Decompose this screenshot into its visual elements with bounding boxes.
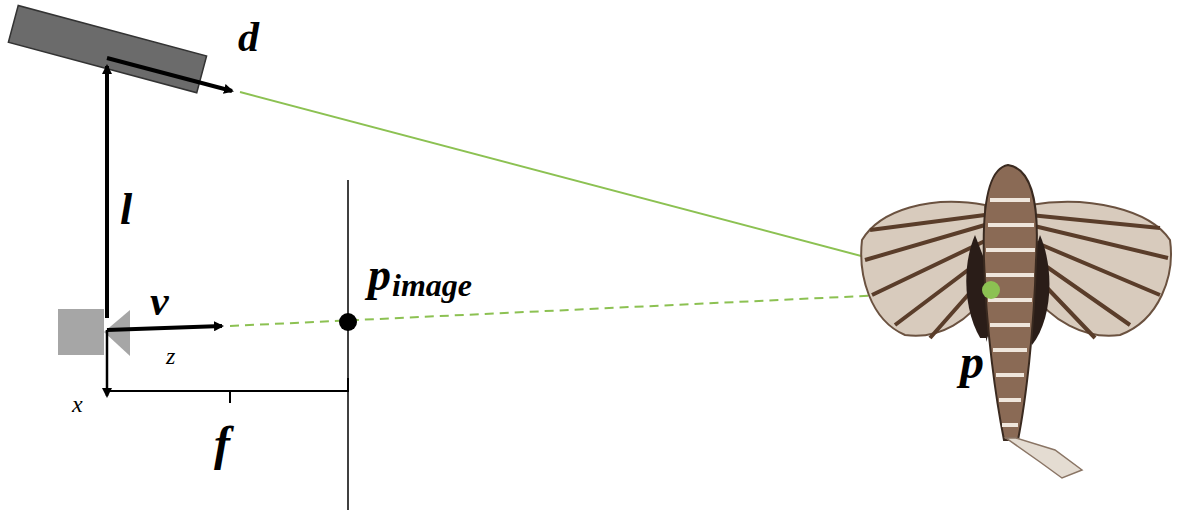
- subscript-label: image: [392, 269, 472, 301]
- dimension-label: f: [214, 420, 230, 468]
- vector-label: v: [150, 280, 169, 322]
- surface-point: [982, 281, 1000, 299]
- point-label: p: [368, 252, 391, 298]
- vectors: [107, 58, 232, 330]
- camera-symbol: [58, 309, 130, 356]
- focal-bracket: [107, 378, 348, 403]
- x-axis: [106, 330, 109, 396]
- axis-label: x: [72, 392, 83, 416]
- point-label: p: [958, 338, 986, 386]
- image-point: [339, 313, 357, 331]
- vector-label: d: [238, 16, 259, 58]
- axis-label: z: [166, 344, 175, 368]
- image-plane: [347, 180, 349, 510]
- vector-label: l: [120, 188, 132, 232]
- lionfish-picture: [861, 165, 1171, 478]
